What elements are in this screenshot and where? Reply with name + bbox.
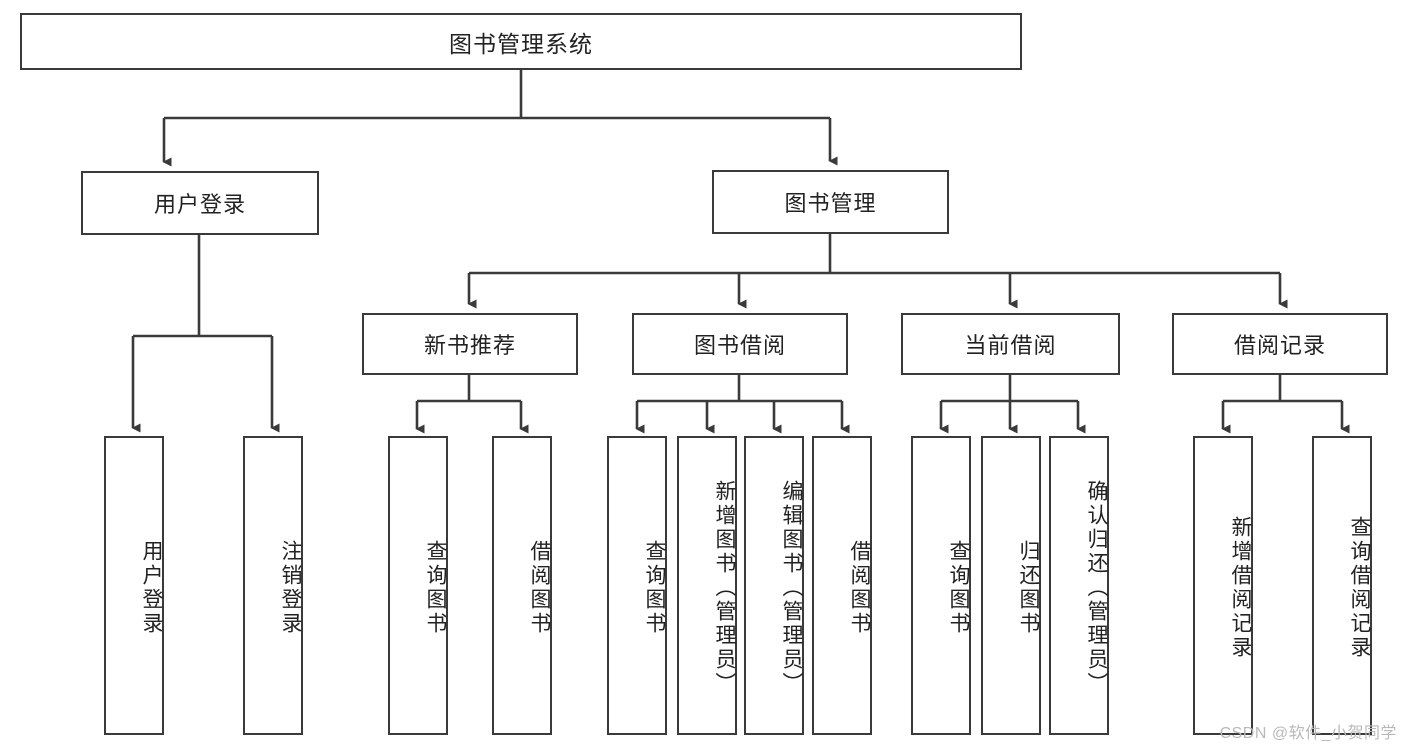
node-label: 查询借阅记录 xyxy=(1348,515,1371,660)
leaf-query-book-current[interactable]: 查询图书 xyxy=(911,436,971,735)
leaf-borrow-book-recommend[interactable]: 借阅图书 xyxy=(492,436,552,735)
leaf-query-borrow-record[interactable]: 查询借阅记录 xyxy=(1312,436,1372,735)
node-label: 查询图书 xyxy=(947,539,970,636)
leaf-query-book-recommend[interactable]: 查询图书 xyxy=(388,436,448,735)
node-label: 确认归还（管理员） xyxy=(1085,479,1108,696)
node-label: 查询图书 xyxy=(424,539,447,636)
node-user-login[interactable]: 用户登录 xyxy=(81,171,319,235)
leaf-confirm-return-admin[interactable]: 确认归还（管理员） xyxy=(1049,436,1109,735)
node-label: 用户登录 xyxy=(153,192,246,217)
node-label: 图书管理 xyxy=(784,191,877,216)
node-label: 新增借阅记录 xyxy=(1229,515,1252,660)
leaf-borrow-book[interactable]: 借阅图书 xyxy=(812,436,872,735)
node-label: 当前借阅 xyxy=(964,333,1057,358)
leaf-user-login[interactable]: 用户登录 xyxy=(104,436,164,735)
node-label: 新增图书（管理员） xyxy=(713,479,736,696)
node-label: 注销登录 xyxy=(279,539,302,636)
node-borrow-records[interactable]: 借阅记录 xyxy=(1172,313,1388,375)
leaf-return-book[interactable]: 归还图书 xyxy=(981,436,1041,735)
leaf-logout[interactable]: 注销登录 xyxy=(243,436,303,735)
node-book-borrow[interactable]: 图书借阅 xyxy=(632,313,848,375)
node-label: 图书借阅 xyxy=(693,333,786,358)
node-label: 借阅图书 xyxy=(848,539,871,636)
leaf-add-book-admin[interactable]: 新增图书（管理员） xyxy=(677,436,737,735)
node-label: 图书管理系统 xyxy=(449,30,593,57)
node-label: 用户登录 xyxy=(140,539,163,636)
node-new-book-recommend[interactable]: 新书推荐 xyxy=(362,313,578,375)
node-label: 编辑图书（管理员） xyxy=(780,479,803,696)
node-label: 新书推荐 xyxy=(423,333,516,358)
watermark-text: CSDN @软件_小贺同学 xyxy=(1219,725,1397,742)
node-root-book-management-system[interactable]: 图书管理系统 xyxy=(20,13,1022,70)
node-current-borrow[interactable]: 当前借阅 xyxy=(901,313,1120,375)
node-label: 归还图书 xyxy=(1017,539,1040,636)
node-book-management[interactable]: 图书管理 xyxy=(712,170,949,234)
node-label: 借阅图书 xyxy=(528,539,551,636)
leaf-edit-book-admin[interactable]: 编辑图书（管理员） xyxy=(744,436,804,735)
leaf-query-book-borrow[interactable]: 查询图书 xyxy=(607,436,667,735)
node-label: 查询图书 xyxy=(643,539,666,636)
leaf-add-borrow-record[interactable]: 新增借阅记录 xyxy=(1193,436,1253,735)
node-label: 借阅记录 xyxy=(1233,333,1326,358)
